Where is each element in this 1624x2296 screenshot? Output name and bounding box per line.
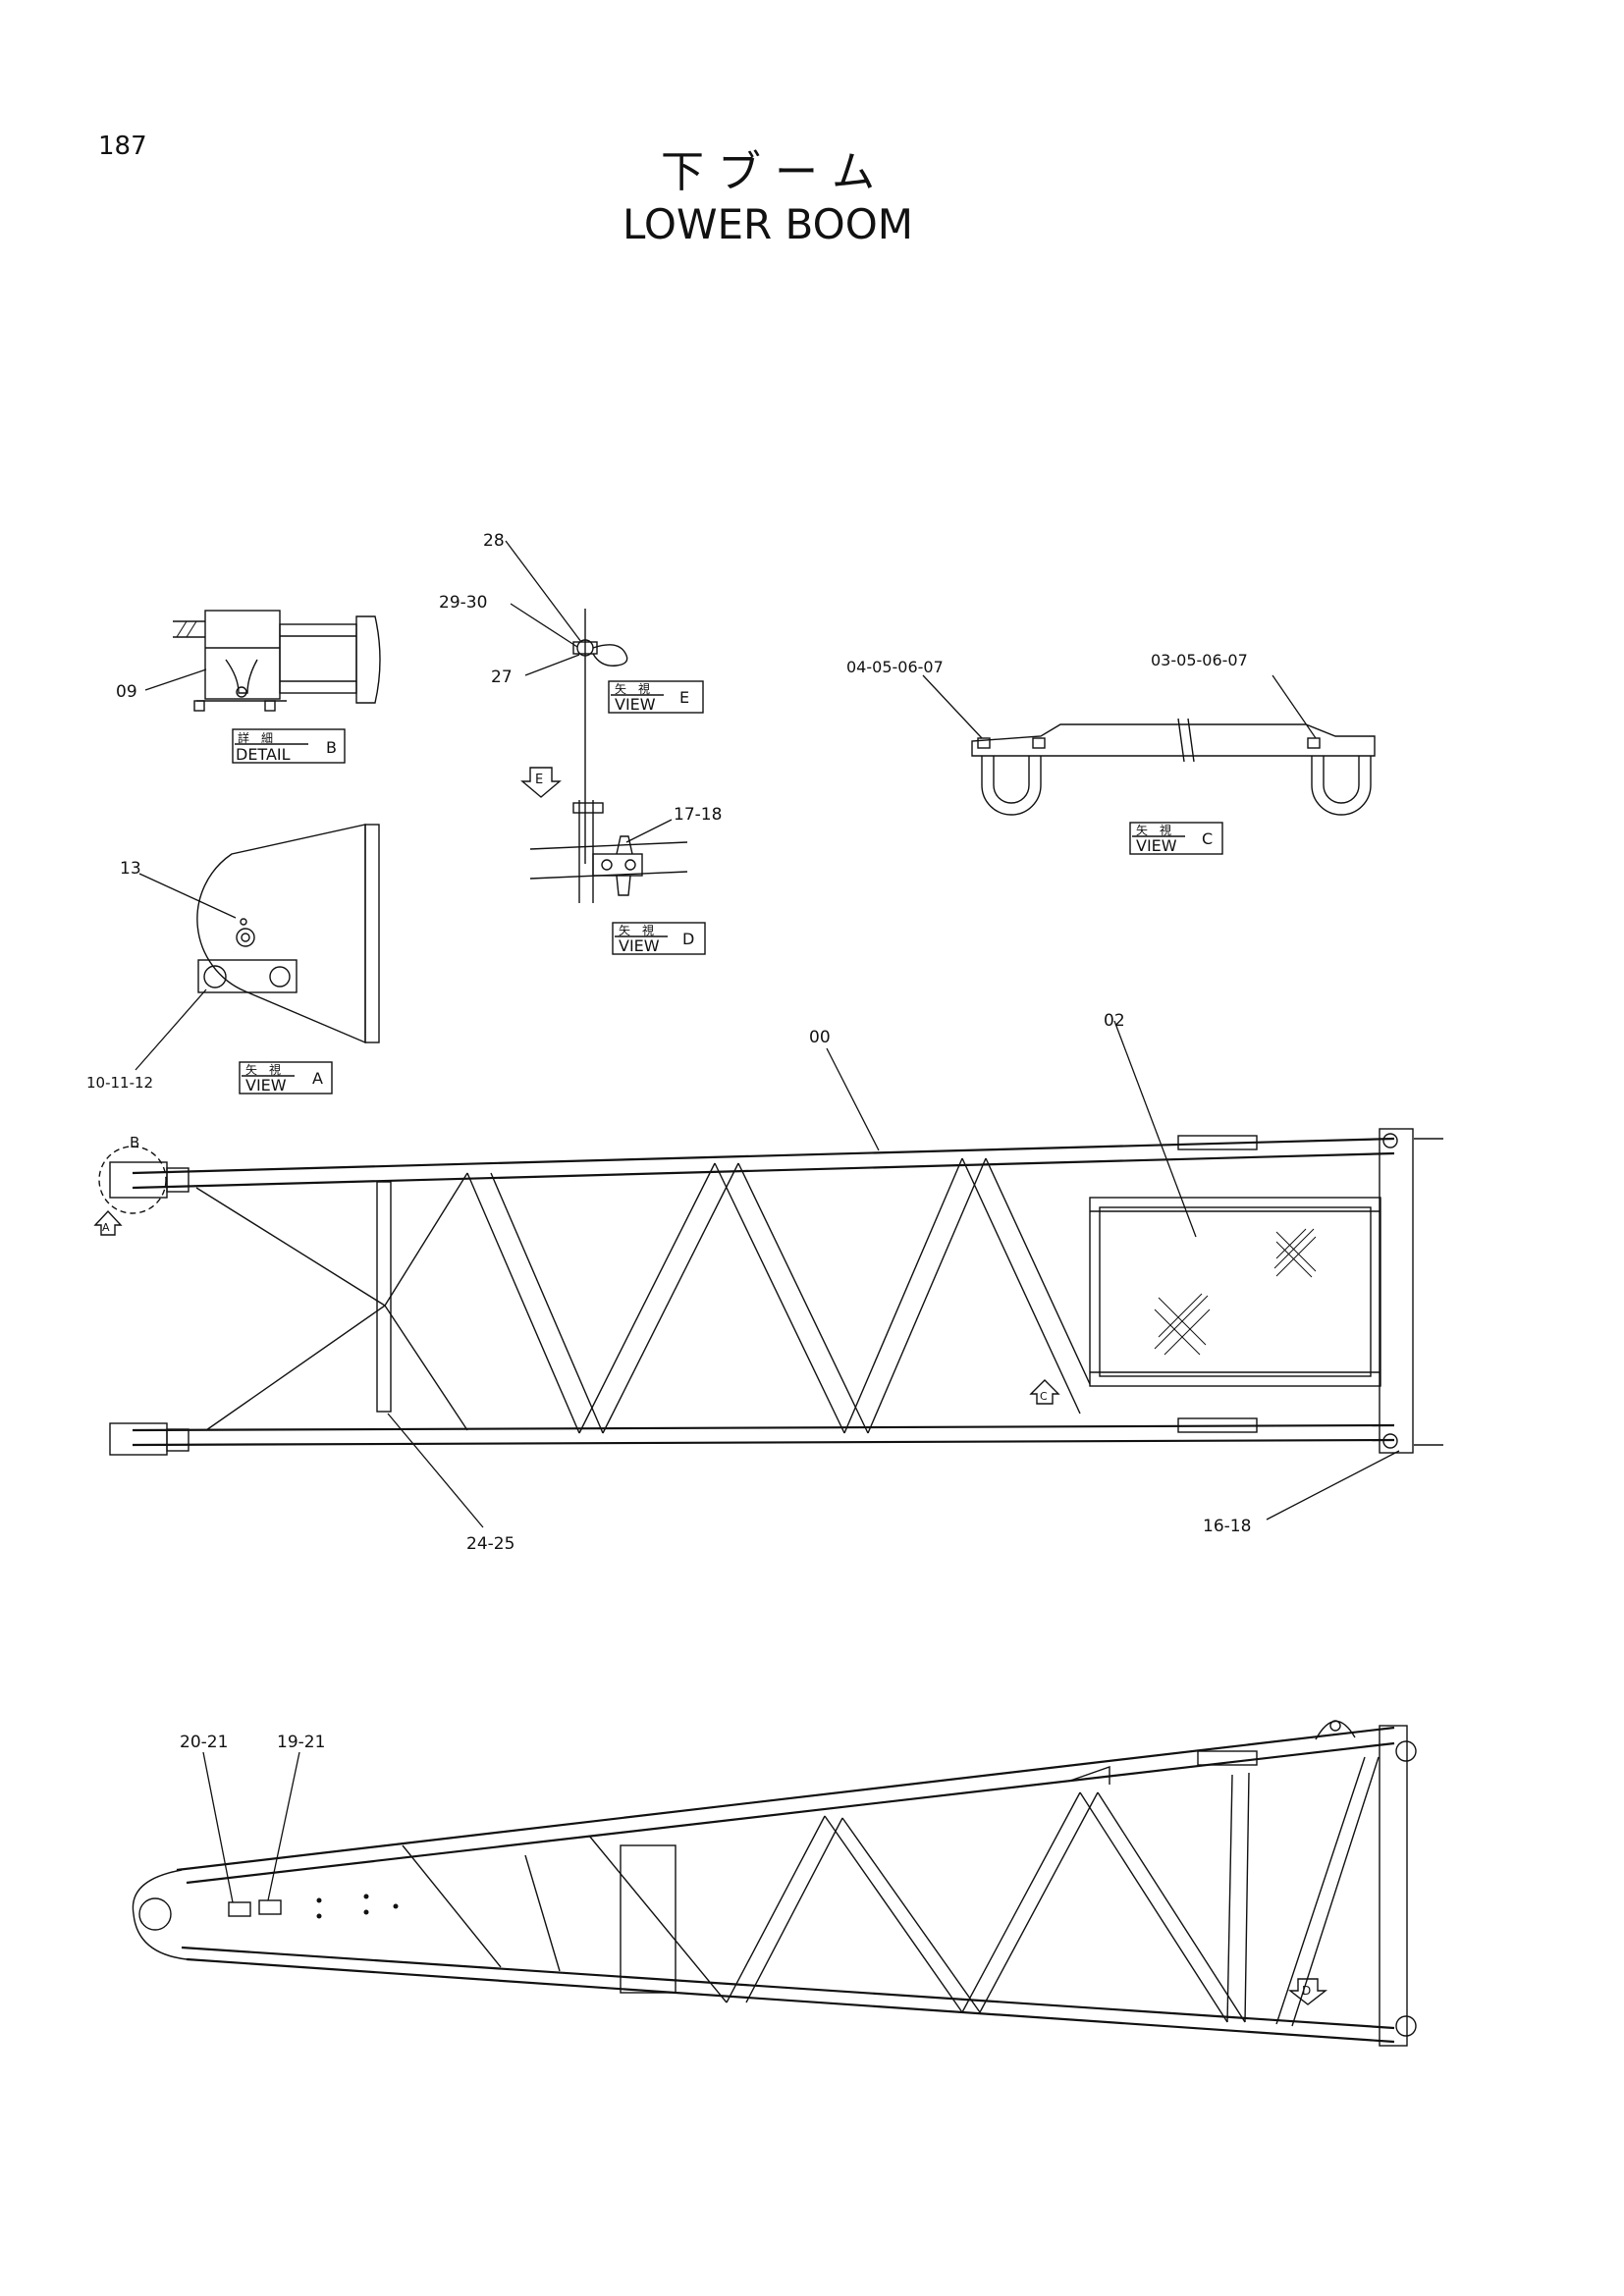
view-a-drawing <box>135 824 380 1071</box>
callout-16-18: 16-18 <box>1203 1517 1251 1536</box>
marker-c-arrow: C <box>1029 1379 1060 1405</box>
label-view-c: 矢 視 VIEW C <box>1129 822 1223 855</box>
label-view-e-en: VIEW <box>615 695 656 714</box>
label-view-a: 矢 視 VIEW A <box>239 1061 333 1095</box>
boom-side-view <box>132 1720 1417 2047</box>
callout-00: 00 <box>809 1028 831 1047</box>
marker-a-arrow: A <box>93 1209 123 1236</box>
callout-19-21: 19-21 <box>277 1733 325 1752</box>
label-view-d-en: VIEW <box>619 936 660 955</box>
marker-b-letter: B <box>130 1134 139 1151</box>
marker-e-letter: E <box>535 773 543 787</box>
page-number: 187 <box>98 132 147 161</box>
label-detail-b-letter: B <box>326 738 337 757</box>
label-view-c-letter: C <box>1202 829 1213 848</box>
callout-24-25: 24-25 <box>466 1534 514 1554</box>
marker-e-arrow: E <box>520 767 562 798</box>
label-view-a-en: VIEW <box>245 1076 287 1095</box>
callout-28: 28 <box>483 531 505 551</box>
callout-03-05-06-07: 03-05-06-07 <box>1151 651 1248 669</box>
callout-27: 27 <box>491 667 513 687</box>
view-d-drawing <box>529 800 688 903</box>
marker-a-letter: A <box>102 1221 110 1234</box>
label-view-c-jp: 矢 視 <box>1136 823 1171 837</box>
marker-c-letter: C <box>1040 1390 1048 1403</box>
label-view-a-letter: A <box>312 1069 323 1088</box>
view-e-drawing <box>505 540 628 864</box>
label-view-e: 矢 視 VIEW E <box>608 680 704 714</box>
label-view-e-letter: E <box>679 688 689 707</box>
title-japanese: 下 ブ ー ム <box>661 147 875 197</box>
callout-04-05-06-07: 04-05-06-07 <box>846 658 944 676</box>
label-view-d-jp: 矢 視 <box>619 923 654 937</box>
label-detail-b: 詳 細 DETAIL B <box>232 728 346 764</box>
label-detail-b-jp: 詳 細 <box>238 730 273 745</box>
label-view-d-letter: D <box>682 930 694 948</box>
callout-20-21: 20-21 <box>180 1733 228 1752</box>
callout-09: 09 <box>116 682 137 702</box>
label-view-c-en: VIEW <box>1136 836 1177 855</box>
marker-d-arrow: D <box>1287 1978 1328 2005</box>
title-english: LOWER BOOM <box>623 200 913 248</box>
callout-10-11-12: 10-11-12 <box>86 1074 153 1092</box>
boom-top-view <box>98 1020 1443 1528</box>
label-view-a-jp: 矢 視 <box>245 1062 281 1077</box>
callout-17-18: 17-18 <box>674 805 722 825</box>
label-view-d: 矢 視 VIEW D <box>612 922 706 955</box>
callout-29-30: 29-30 <box>439 593 487 613</box>
view-c-drawing <box>922 674 1376 816</box>
callout-02: 02 <box>1104 1011 1125 1031</box>
callout-13: 13 <box>120 859 141 879</box>
detail-b-drawing <box>144 610 381 712</box>
marker-d-letter: D <box>1302 1984 1311 1998</box>
label-detail-b-en: DETAIL <box>236 745 291 764</box>
label-view-e-jp: 矢 視 <box>615 681 650 696</box>
